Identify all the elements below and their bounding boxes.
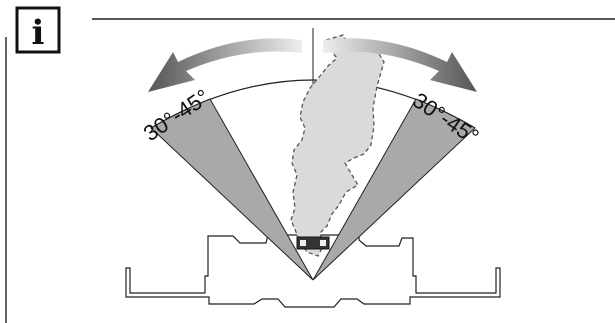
- mower-body: [125, 234, 501, 308]
- left-wedge: [150, 98, 314, 281]
- right-arrow: [323, 38, 477, 92]
- left-arrow: [148, 38, 302, 92]
- right-wedge: [312, 98, 476, 281]
- frame: [5, 18, 615, 323]
- obstacle-silhouette: [290, 34, 385, 257]
- info-glyph: i: [32, 13, 45, 53]
- charging-contacts: [296, 236, 330, 250]
- info-icon: i: [9, 4, 67, 56]
